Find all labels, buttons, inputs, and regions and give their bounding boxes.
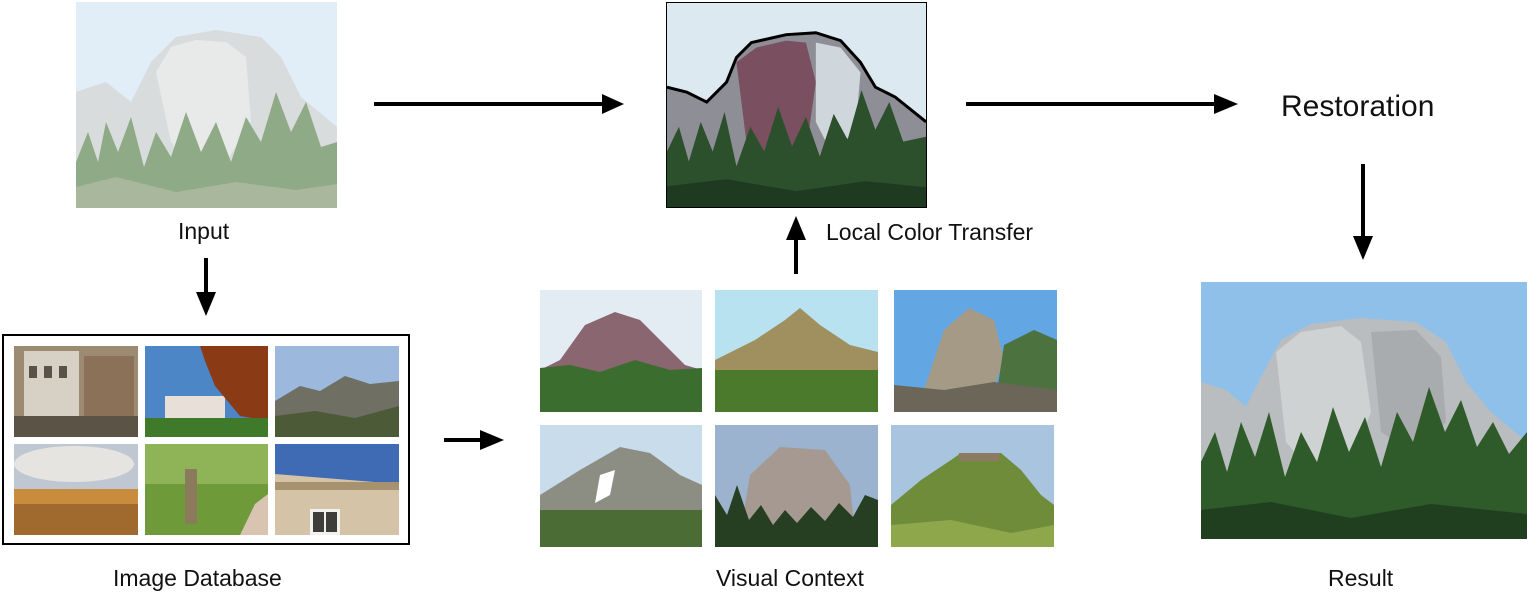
database-thumbnail <box>145 346 268 437</box>
context-thumbnail <box>891 425 1054 547</box>
database-thumbnail <box>275 346 399 437</box>
arrow-icon <box>374 94 624 114</box>
arrow-icon <box>966 94 1238 114</box>
result-image <box>1201 282 1527 539</box>
local-color-transfer-label: Local Color Transfer <box>826 219 1034 245</box>
image-database-label: Image Database <box>113 565 282 591</box>
context-thumbnail <box>894 290 1057 412</box>
arrow-icon <box>196 258 216 316</box>
input-label: Input <box>178 218 230 244</box>
input-image <box>76 2 337 208</box>
context-thumbnail <box>715 290 878 412</box>
arrow-icon <box>786 216 806 274</box>
context-thumbnail <box>715 425 878 547</box>
arrow-icon <box>1353 164 1373 260</box>
restoration-label: Restoration <box>1281 90 1435 123</box>
database-thumbnail <box>14 444 138 535</box>
database-thumbnail <box>14 346 138 437</box>
database-thumbnail <box>275 444 399 535</box>
arrow-icon <box>444 430 504 450</box>
context-thumbnail <box>540 425 702 547</box>
database-thumbnail <box>145 444 268 535</box>
context-thumbnail <box>540 290 702 412</box>
result-label: Result <box>1328 565 1394 591</box>
color-transfer-image <box>666 2 927 208</box>
visual-context-label: Visual Context <box>716 565 864 591</box>
